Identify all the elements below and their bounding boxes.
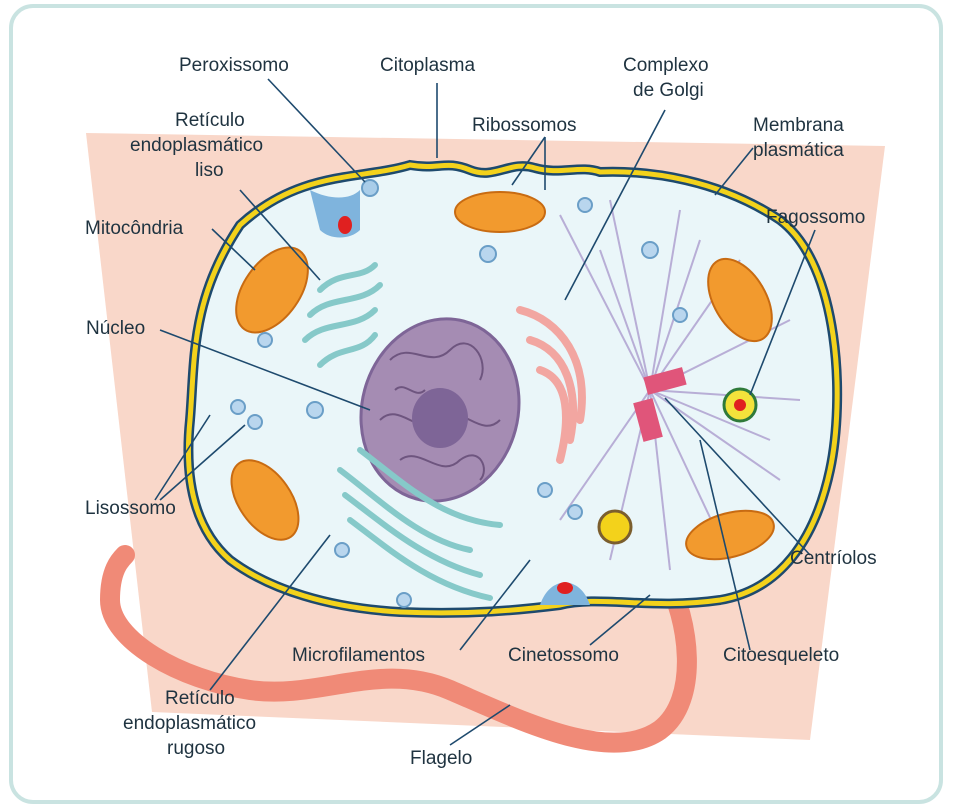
label-complexo-golgi-1: Complexo: [623, 55, 709, 77]
label-peroxissomo: Peroxissomo: [179, 55, 289, 77]
label-citoplasma: Citoplasma: [380, 55, 475, 77]
label-cinetossomo: Cinetossomo: [508, 645, 619, 667]
label-reticulo-rugoso-1: Retículo: [165, 688, 235, 710]
peroxisome: [338, 216, 352, 234]
label-reticulo-rugoso-3: rugoso: [167, 738, 225, 760]
label-ribossomos: Ribossomos: [472, 115, 577, 137]
label-fagossomo: Fagossomo: [766, 207, 865, 229]
label-nucleo: Núcleo: [86, 318, 145, 340]
label-citoesqueleto: Citoesqueleto: [723, 645, 839, 667]
label-reticulo-rugoso-2: endoplasmático: [123, 713, 256, 735]
label-microfilamentos: Microfilamentos: [292, 645, 425, 667]
label-centriolos: Centríolos: [790, 548, 877, 570]
label-reticulo-liso-3: liso: [195, 160, 224, 182]
label-membrana-1: Membrana: [753, 115, 844, 137]
nucleolus: [412, 388, 468, 448]
label-membrana-2: plasmática: [753, 140, 844, 162]
label-reticulo-liso-1: Retículo: [175, 110, 245, 132]
label-lisossomo: Lisossomo: [85, 498, 176, 520]
label-mitocondria: Mitocôndria: [85, 218, 183, 240]
label-flagelo: Flagelo: [410, 748, 472, 770]
label-reticulo-liso-2: endoplasmático: [130, 135, 263, 157]
large-vesicle: [599, 511, 631, 543]
label-complexo-golgi-2: de Golgi: [633, 80, 704, 102]
